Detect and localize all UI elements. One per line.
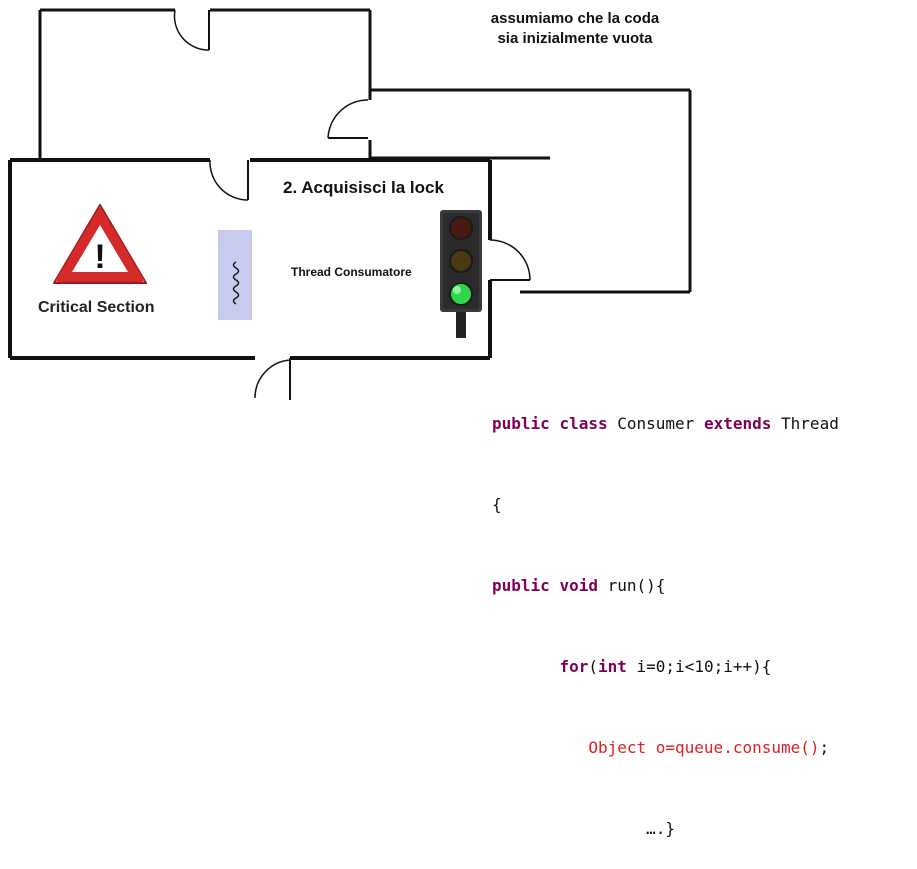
code-snippet: public class Consumer extends Thread { p… [492,356,839,869]
code-keyword: extends [703,414,772,433]
code-line-2: { [492,491,839,518]
code-line-1: public class Consumer extends Thread [492,410,839,437]
code-keyword: public [492,414,550,433]
code-keyword: for [559,657,589,676]
door-top [173,9,210,51]
code-line-6: ….} [492,815,839,842]
back-room [38,8,372,160]
warning-icon: ! [53,204,147,284]
traffic-light-yellow [449,249,473,273]
door-right-room-left [327,99,369,139]
code-keyword: public [492,576,550,595]
code-line-3: public void run(){ [492,572,839,599]
door-main-top [209,159,249,201]
code-highlight: Object o=queue.consume() [588,738,820,757]
thread-label: Thread Consumatore [291,265,412,279]
code-keyword: class [559,414,608,433]
note-empty-queue: assumiamo che la coda sia inizialmente v… [440,9,710,49]
note-line-1: assumiamo che la coda [490,10,660,27]
code-text: Consumer [617,414,695,433]
code-text: i=0;i<10;i++){ [636,657,772,676]
code-text: { [492,495,502,514]
traffic-light-green [449,282,473,306]
code-keyword: void [559,576,598,595]
critical-section-label: Critical Section [38,299,155,316]
code-text: run(){ [607,576,666,595]
main-room [8,158,492,360]
code-line-4: for(int i=0;i<10;i++){ [492,653,839,680]
traffic-light-icon [440,210,482,338]
code-keyword: int [597,657,627,676]
door-main-bottom [254,358,291,400]
traffic-light-red [449,216,473,240]
floor-plan: ! [8,8,692,400]
code-text: Thread [781,414,839,433]
door-main-right [489,239,531,281]
step-title: 2. Acquisisci la lock [283,178,444,197]
note-line-2: sia inizialmente vuota [497,30,653,47]
code-text: ( [588,657,598,676]
code-text: ….} [646,819,676,838]
code-line-5: Object o=queue.consume(); [492,734,839,761]
warning-glyph: ! [94,238,105,276]
code-text: ; [819,738,830,757]
thread-icon [218,230,252,320]
